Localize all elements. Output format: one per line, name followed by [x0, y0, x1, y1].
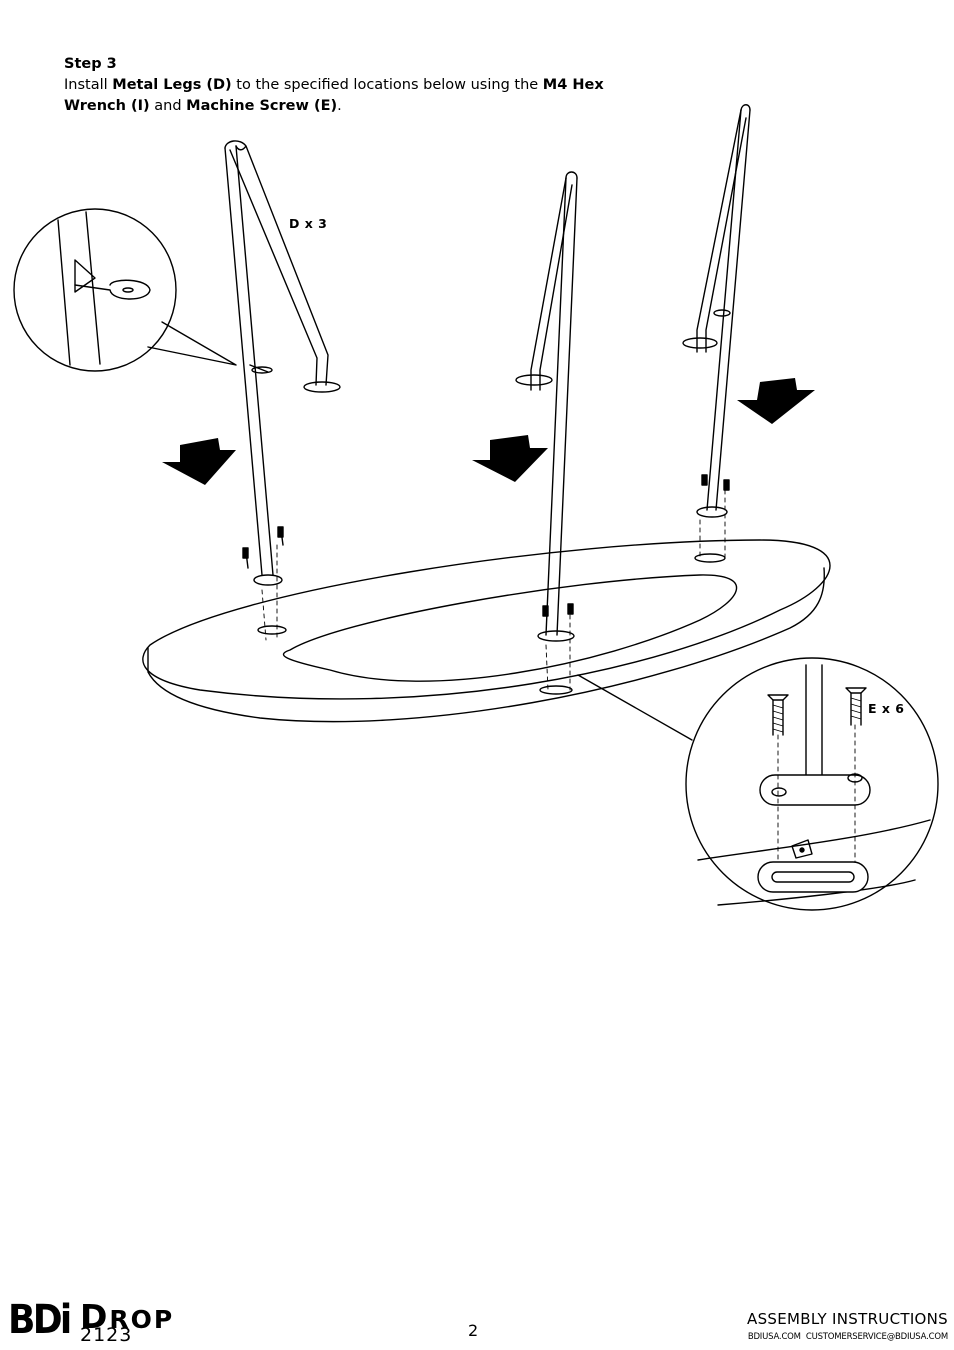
screws-quantity-label: E x 6: [868, 701, 905, 716]
text-and: and: [149, 98, 187, 114]
step-title: Step 3: [64, 56, 117, 72]
email-link[interactable]: CUSTOMERSERVICE@BDIUSA.COM: [805, 1332, 948, 1342]
detail-circle-bracket: [13, 208, 237, 372]
text-mid: to the specified locations below using t…: [231, 77, 543, 93]
step-text: Install Metal Legs (D) to the specified …: [64, 75, 604, 117]
text-period: .: [337, 98, 342, 114]
arrow-down-left: [162, 438, 236, 485]
contact-line: BDIUSA.COM CUSTOMERSERVICE@BDIUSA.COM: [748, 1332, 948, 1342]
metal-leg-middle: [515, 171, 578, 695]
page-number: 2: [468, 1321, 479, 1340]
assembly-illustration: D x 3 E x 6: [13, 104, 939, 911]
product-name-first: D: [80, 1297, 110, 1336]
arrow-down-middle: [472, 435, 548, 482]
part-metal-legs: Metal Legs (D): [112, 77, 232, 93]
down-arrows: [162, 378, 815, 485]
product-name: DROP: [80, 1297, 174, 1336]
metal-leg-left: [224, 140, 341, 641]
table-top: [142, 539, 831, 723]
arrow-down-right: [737, 378, 815, 424]
part-machine-screw: Machine Screw (E): [186, 98, 338, 114]
legs-quantity-label: D x 3: [289, 216, 327, 231]
product-name-rest: ROP: [109, 1305, 175, 1334]
document-type: ASSEMBLY INSTRUCTIONS: [747, 1310, 948, 1328]
metal-leg-right: [682, 104, 751, 563]
website-link[interactable]: BDIUSA.COM: [747, 1332, 801, 1342]
model-number: 2123: [80, 1324, 133, 1346]
text-install: Install: [64, 77, 113, 93]
detail-circle-screws: [577, 657, 939, 911]
brand-logo: BDi: [8, 1297, 72, 1343]
tool-hex-wrench: M4 Hex Wrench (I): [64, 77, 604, 114]
step-instructions: Step 3 Install Metal Legs (D) to the spe…: [64, 54, 604, 117]
